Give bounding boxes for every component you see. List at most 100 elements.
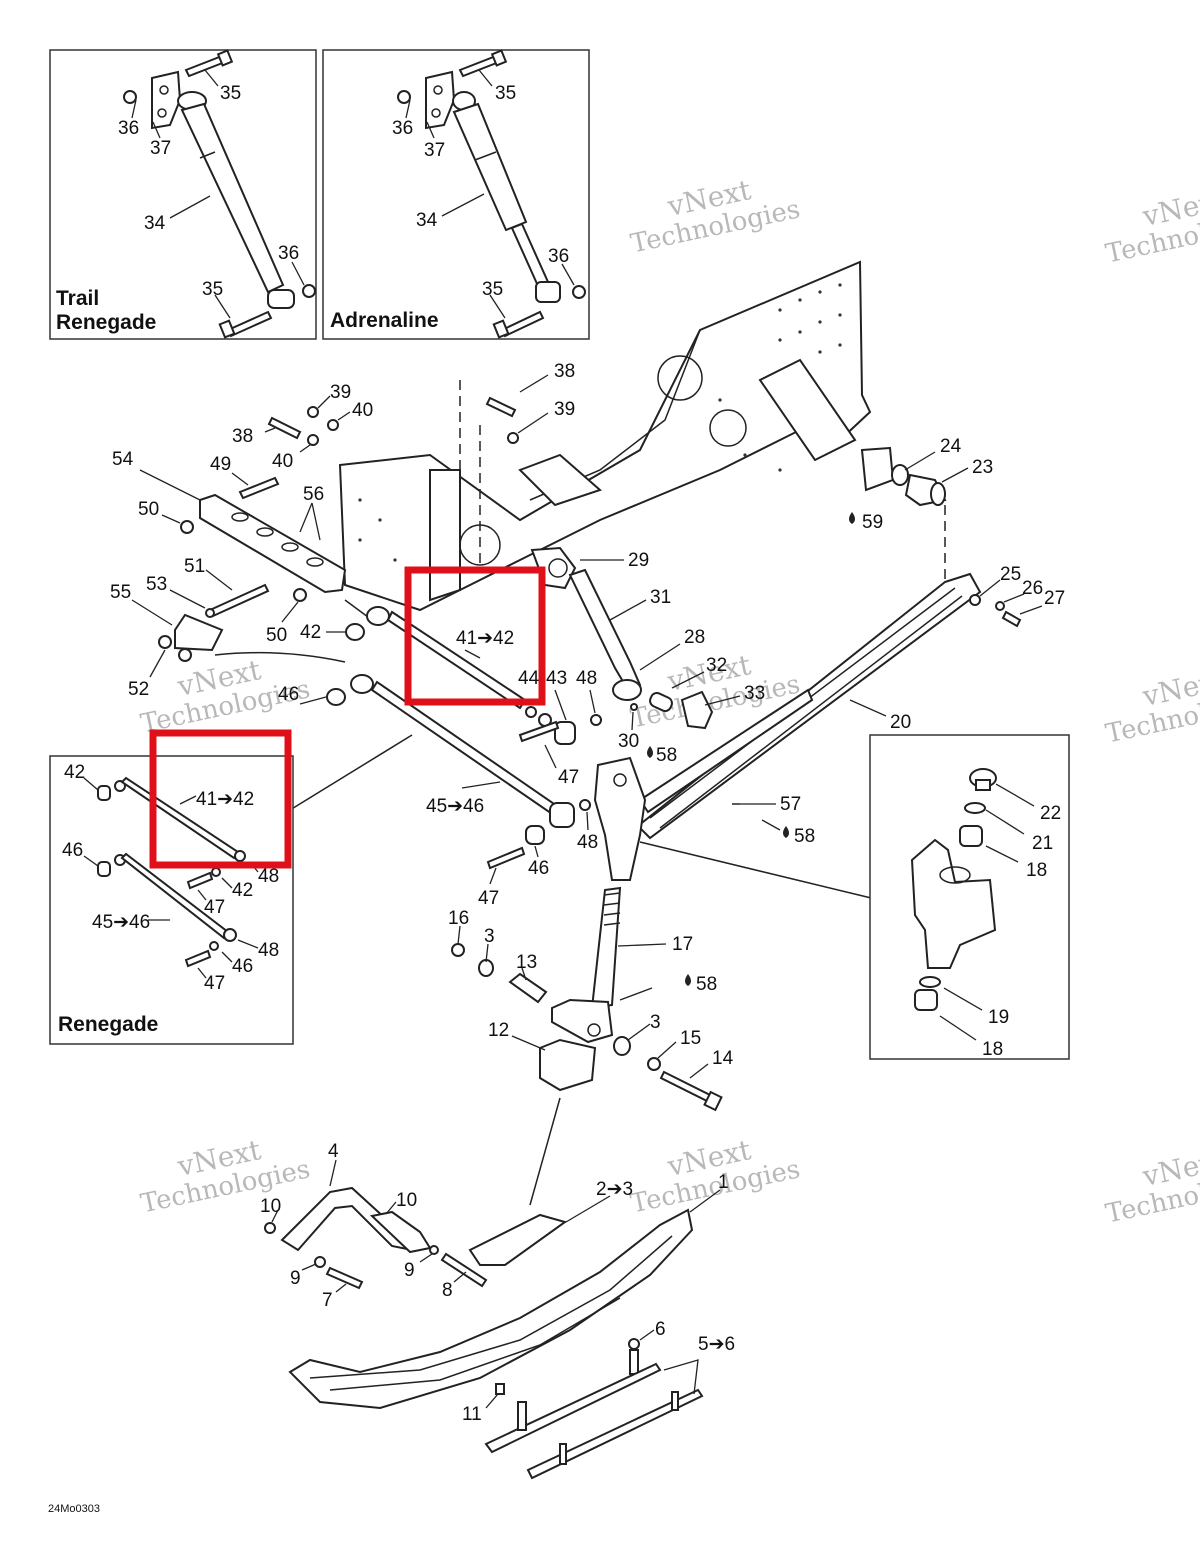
leader-line — [627, 1023, 651, 1041]
bracket-54 — [199, 493, 347, 594]
callout-35: 35 — [202, 279, 223, 300]
leader-line — [979, 579, 1001, 597]
bushing-18 — [959, 825, 983, 847]
bolt-head — [703, 1090, 723, 1112]
spindle-splines — [603, 892, 621, 926]
inset-title-renegade: Renegade — [58, 1013, 158, 1036]
bracket-hole — [433, 85, 443, 95]
spindle-housing — [593, 756, 647, 881]
bushing — [366, 606, 390, 626]
callout-18: 18 — [982, 1039, 1003, 1060]
callout-50: 50 — [266, 625, 287, 646]
callout-35: 35 — [482, 279, 503, 300]
ski-assembly: 4 10 10 9 9 7 8 2➔3 1 11 — [260, 1141, 729, 1425]
shock-absorber-body — [452, 102, 528, 232]
leader-line — [941, 467, 969, 483]
leader-line — [985, 809, 1025, 835]
leader-line — [204, 69, 219, 87]
leader-line — [152, 121, 161, 139]
nut-48 — [211, 867, 221, 877]
bumper-bracket-assembly: 54 49 56 50 51 53 55 50 52 — [110, 449, 373, 700]
suspension-arm-20: 25 26 27 20 — [636, 564, 1065, 840]
runner-5 — [526, 1388, 704, 1480]
leader-line — [517, 412, 549, 434]
runner-stud — [517, 1401, 527, 1431]
spindle-housing — [910, 838, 997, 969]
callout-53: 53 — [146, 574, 167, 595]
callout-37: 37 — [424, 140, 445, 161]
bushing-32 — [649, 691, 673, 713]
bolt-7 — [325, 1266, 364, 1290]
shock-bracket — [425, 70, 456, 130]
leader-line — [139, 469, 201, 501]
leader-line — [221, 877, 233, 889]
leader-line — [489, 294, 506, 319]
callout-48: 48 — [258, 940, 279, 961]
callout-54: 54 — [112, 449, 134, 470]
ski-rib — [329, 1297, 621, 1391]
leader-line — [237, 939, 259, 949]
bolt-51 — [208, 583, 270, 618]
leader-line — [565, 1195, 611, 1223]
callout-30: 30 — [618, 731, 639, 752]
leader-line — [478, 69, 493, 87]
flange-hole — [548, 558, 568, 578]
frame-plate — [518, 453, 602, 507]
leader-line — [464, 649, 481, 659]
bolt-27 — [1001, 610, 1022, 628]
leader-line — [131, 599, 173, 626]
ski-keel — [309, 1235, 673, 1379]
inset-title-trail: Trail — [56, 287, 99, 310]
callout-26: 26 — [1022, 578, 1043, 599]
leader-line — [1019, 605, 1043, 615]
callout-8: 8 — [442, 1280, 453, 1301]
frame-hole — [657, 355, 703, 401]
inset-title-adrenaline: Adrenaline — [330, 309, 439, 332]
callout-9: 9 — [290, 1268, 301, 1289]
nut — [572, 285, 586, 299]
callout-36: 36 — [278, 243, 299, 264]
leader-line — [489, 867, 497, 885]
nut — [307, 406, 319, 418]
callout-42: 42 — [64, 762, 85, 783]
callout-3: 3 — [484, 926, 495, 947]
arm-brace — [638, 688, 814, 814]
assembly-lines — [459, 380, 946, 585]
callout-42: 42 — [300, 622, 321, 643]
leader-line — [299, 444, 311, 453]
bolt-head — [492, 319, 510, 339]
nut-48 — [579, 799, 591, 811]
washer — [307, 434, 319, 446]
leader-line — [995, 783, 1035, 807]
leader-line — [561, 263, 575, 286]
bushing — [234, 850, 246, 862]
leader-line — [704, 695, 741, 706]
leader-line — [657, 1041, 677, 1059]
callout-58: 58 — [656, 745, 677, 766]
washer-53 — [205, 608, 215, 618]
washer-9 — [314, 1256, 326, 1268]
callout-25: 25 — [1000, 564, 1021, 585]
leader-line — [939, 1015, 977, 1041]
bolt-49 — [238, 476, 280, 500]
callout-58: 58 — [794, 826, 815, 847]
leader-line — [554, 689, 567, 721]
leader-line — [385, 1201, 397, 1215]
inset-frame — [49, 755, 294, 1045]
spindle-hole — [613, 773, 627, 787]
watermark: vNext Technologies — [1103, 663, 1200, 749]
callout-39: 39 — [330, 382, 351, 403]
rivet-dots — [358, 283, 842, 562]
bolt-14 — [659, 1070, 714, 1104]
nut-30 — [630, 703, 638, 711]
assembly-arrow-line — [639, 841, 901, 906]
callout-33: 33 — [744, 683, 765, 704]
assembly-arrow-line — [529, 1097, 561, 1206]
nut-6 — [628, 1338, 640, 1350]
shock-lower-eye — [535, 281, 561, 303]
washer — [327, 419, 339, 431]
callout-36: 36 — [392, 118, 413, 139]
callout-40: 40 — [352, 400, 373, 421]
callout-31: 31 — [650, 587, 671, 608]
grease-drop-icon — [685, 974, 691, 986]
